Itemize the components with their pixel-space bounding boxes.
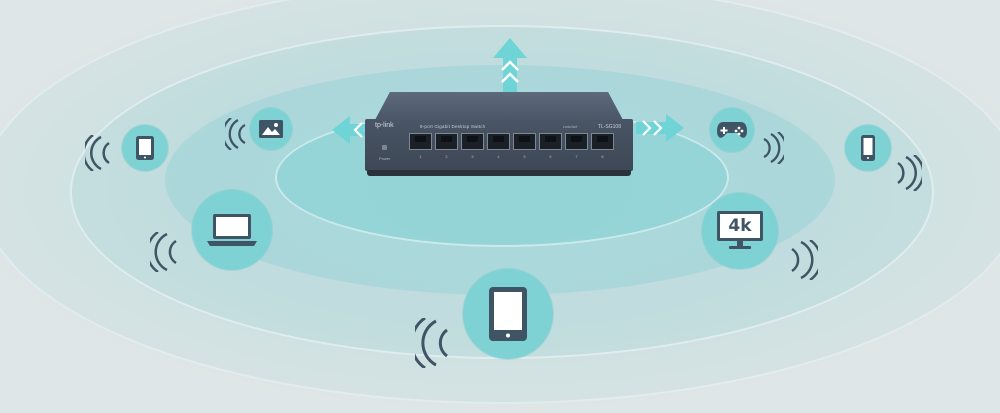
ethernet-port	[435, 133, 458, 150]
laptop-icon	[207, 214, 257, 246]
ethernet-port	[591, 133, 614, 150]
ethernet-port	[565, 133, 588, 150]
port-numbers: 1 2 3 4 5 6 7 8	[409, 154, 614, 159]
switch-model: TL-SG108	[597, 124, 621, 130]
ethernet-port	[461, 133, 484, 150]
port-number: 8	[601, 154, 604, 159]
resolution-label: 4k	[728, 215, 752, 236]
network-switch: tp-link 8-port Gigabit Desktop Switch Li…	[365, 92, 633, 182]
phone-icon	[861, 135, 875, 161]
signal-waves-icon	[763, 132, 784, 164]
tablet-icon	[136, 136, 154, 160]
switch-description: 8-port Gigabit Desktop Switch	[420, 124, 486, 129]
signal-waves-icon	[85, 135, 110, 171]
arrow-right-icon	[636, 114, 684, 142]
port-number: 3	[471, 154, 474, 159]
image-icon	[259, 120, 283, 138]
port-number: 5	[523, 154, 526, 159]
device-tablet-small	[122, 125, 168, 171]
signal-waves-icon	[791, 240, 818, 280]
port-number: 4	[497, 154, 500, 159]
gamepad-icon	[717, 122, 747, 138]
device-laptop	[192, 190, 272, 270]
switch-base	[367, 170, 631, 176]
device-phone	[845, 125, 891, 171]
switch-link-label: Link/Act	[563, 124, 578, 129]
signal-waves-icon	[225, 118, 246, 150]
signal-waves-icon	[415, 318, 448, 368]
signal-waves-icon	[897, 155, 922, 191]
ethernet-port	[409, 133, 432, 150]
device-game	[710, 108, 754, 152]
switch-brand: tp-link	[375, 122, 394, 129]
signal-waves-icon	[150, 232, 177, 272]
switch-front-panel: tp-link 8-port Gigabit Desktop Switch Li…	[365, 119, 633, 171]
ethernet-port	[487, 133, 510, 150]
device-tablet-large	[463, 269, 553, 359]
ethernet-ports	[409, 133, 614, 150]
port-number: 1	[419, 154, 422, 159]
device-tv-4k: 4k	[702, 193, 778, 269]
ethernet-port	[539, 133, 562, 150]
power-led	[382, 145, 387, 150]
tablet-icon	[489, 287, 527, 341]
port-number: 2	[445, 154, 448, 159]
device-photo	[250, 108, 292, 150]
switch-top-panel	[375, 92, 623, 120]
port-number: 7	[575, 154, 578, 159]
monitor-4k-icon: 4k	[717, 211, 763, 251]
port-number: 6	[549, 154, 552, 159]
switch-power-label: Power	[379, 156, 391, 161]
ethernet-port	[513, 133, 536, 150]
arrow-up-icon	[493, 38, 527, 96]
